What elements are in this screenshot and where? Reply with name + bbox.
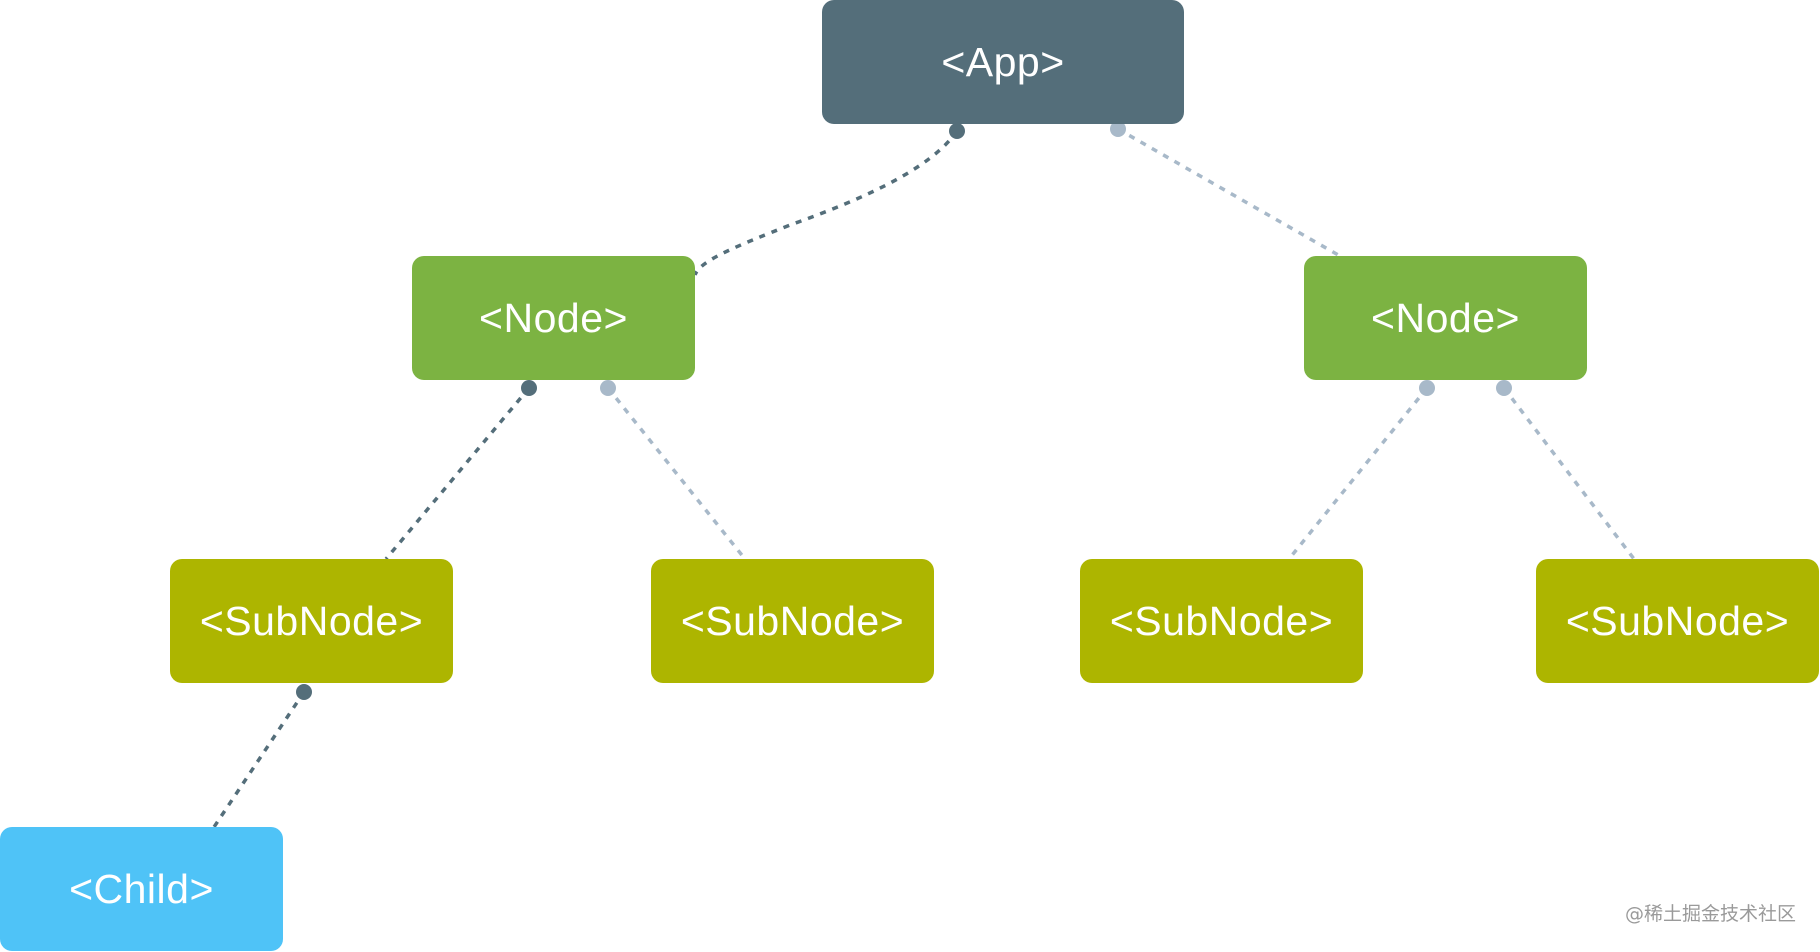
edge-dot-app-left [949, 123, 965, 139]
edge-node-left-to-subnode-1 [384, 386, 531, 561]
edge-node-left-to-subnode-2 [606, 386, 747, 561]
subnode-4-label: <SubNode> [1565, 597, 1790, 644]
node-right: <Node> [1304, 256, 1587, 380]
node-left-label: <Node> [479, 294, 628, 341]
edge-node-right-to-subnode-4 [1502, 386, 1636, 561]
subnode-3: <SubNode> [1080, 559, 1363, 683]
watermark: @稀土掘金技术社区 [1624, 903, 1796, 925]
subnode-2: <SubNode> [651, 559, 934, 683]
subnode-1: <SubNode> [170, 559, 453, 683]
edge-dot-node-left-sub2 [600, 380, 616, 396]
subnode-4: <SubNode> [1536, 559, 1819, 683]
edge-dot-node-right-sub3 [1419, 380, 1435, 396]
child-node: <Child> [0, 827, 283, 951]
edge-app-to-node-left [693, 130, 959, 276]
edge-node-right-to-subnode-3 [1287, 386, 1429, 561]
edge-dot-app-right [1110, 121, 1126, 137]
app-node-label: <App> [941, 38, 1065, 85]
edge-dot-sub1-child [296, 684, 312, 700]
node-left: <Node> [412, 256, 695, 380]
subnode-3-label: <SubNode> [1109, 597, 1334, 644]
edge-dot-node-left-sub1 [521, 380, 537, 396]
edge-subnode-1-to-child [212, 691, 306, 828]
edge-dot-node-right-sub4 [1496, 380, 1512, 396]
app-node: <App> [822, 0, 1184, 124]
subnode-2-label: <SubNode> [680, 597, 905, 644]
node-right-label: <Node> [1371, 294, 1520, 341]
child-node-label: <Child> [69, 865, 214, 912]
edge-app-to-node-right [1117, 127, 1341, 258]
subnode-1-label: <SubNode> [199, 597, 424, 644]
